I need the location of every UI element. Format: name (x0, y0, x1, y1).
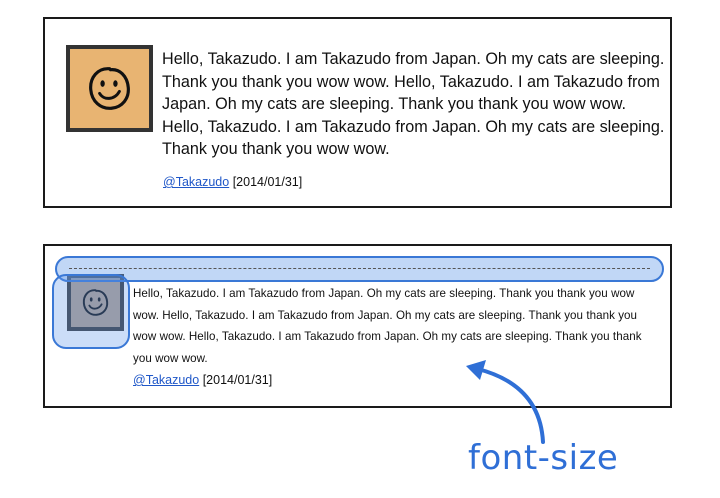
username-link[interactable]: @Takazudo (133, 373, 200, 387)
tweet-text: Hello, Takazudo. I am Takazudo from Japa… (162, 50, 665, 159)
callout-label: font-size (468, 438, 619, 478)
highlight-top-spacing (55, 256, 664, 282)
smiley-face-icon (89, 67, 130, 110)
avatar[interactable] (66, 45, 153, 132)
username-link[interactable]: @Takazudo (163, 175, 230, 189)
smiley-face-icon (82, 289, 109, 316)
tweet-text: Hello, Takazudo. I am Takazudo from Japa… (133, 287, 642, 365)
tweet-date: [2014/01/31] (232, 175, 303, 189)
highlight-avatar-area (52, 274, 130, 349)
tweet-meta: @Takazudo [2014/01/31] (133, 373, 272, 387)
avatar[interactable] (67, 274, 124, 331)
tweet-date: [2014/01/31] (202, 373, 273, 387)
tweet-meta: @Takazudo [2014/01/31] (163, 175, 302, 189)
dashed-guide-line (69, 268, 650, 269)
tweet-card-font-size-issue: Hello, Takazudo. I am Takazudo from Japa… (43, 244, 672, 408)
tweet-card-original: Hello, Takazudo. I am Takazudo from Japa… (43, 17, 672, 208)
